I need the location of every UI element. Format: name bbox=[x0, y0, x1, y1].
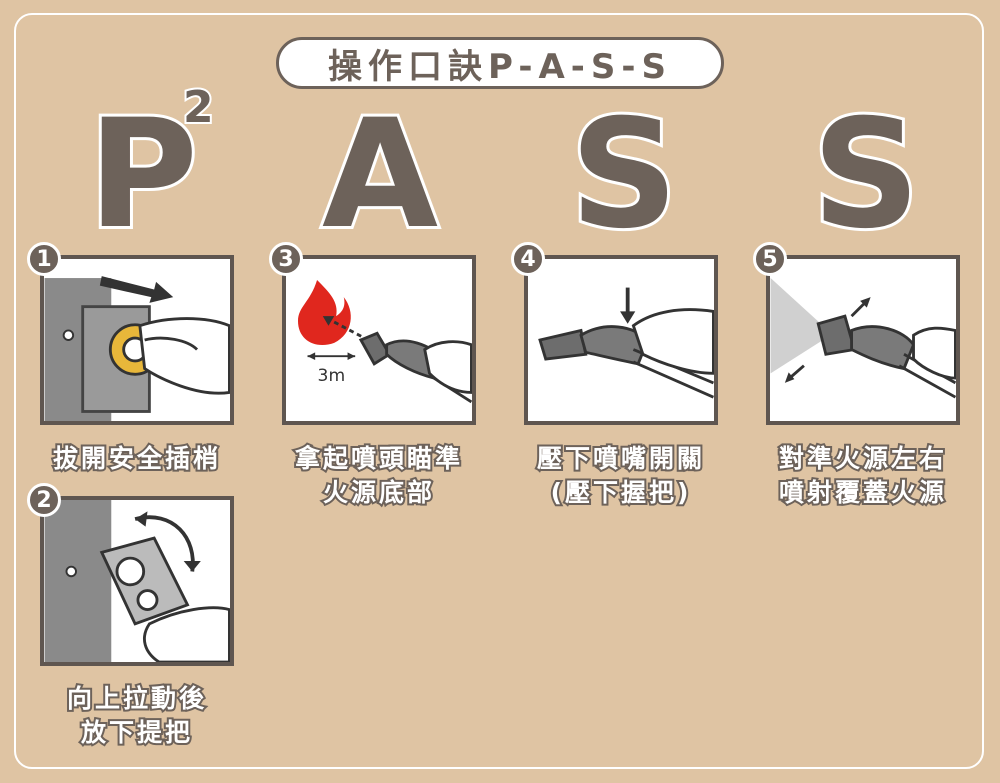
step-1-caption: 拔開安全插梢 bbox=[22, 442, 252, 476]
step-5-badge: 5 bbox=[753, 242, 787, 276]
step-1-illustration bbox=[40, 255, 234, 425]
pull-pin-image bbox=[44, 276, 230, 421]
step-4-caption-line1: 壓下噴嘴開關 bbox=[535, 442, 705, 475]
page-title: 操作口訣P-A-S-S bbox=[276, 37, 724, 89]
letter-p: P bbox=[85, 88, 201, 262]
step-4-badge: 4 bbox=[511, 242, 545, 276]
step-4-caption: 壓下噴嘴開關 (壓下握把) bbox=[506, 442, 736, 510]
letter-s-2: S bbox=[809, 88, 923, 262]
step-3-caption-line1: 拿起噴頭瞄準 bbox=[293, 442, 463, 475]
step-1-caption-line1: 拔開安全插梢 bbox=[51, 442, 221, 475]
fire-icon bbox=[298, 279, 351, 345]
step-3-illustration: 3m bbox=[282, 255, 476, 425]
distance-label: 3m bbox=[318, 366, 346, 386]
outer-frame bbox=[14, 13, 984, 769]
step-4-illustration bbox=[524, 255, 718, 425]
step-5-caption: 對準火源左右 噴射覆蓋火源 bbox=[748, 442, 978, 510]
step-3-caption: 拿起噴頭瞄準 火源底部 bbox=[264, 442, 494, 510]
step-4-caption-line2: (壓下握把) bbox=[549, 476, 692, 509]
step-5-illustration bbox=[766, 255, 960, 425]
step-2-badge: 2 bbox=[27, 483, 61, 517]
superscript-two: 2 bbox=[181, 80, 216, 135]
letter-a: A bbox=[319, 88, 441, 262]
step-2-caption-line1: 向上拉動後 bbox=[65, 682, 207, 715]
step-3-badge: 3 bbox=[269, 242, 303, 276]
step-2-caption: 向上拉動後 放下提把 bbox=[22, 682, 252, 750]
step-2-caption-line2: 放下提把 bbox=[79, 716, 193, 749]
squeeze-lever-image bbox=[538, 287, 714, 399]
step-5-caption-line2: 噴射覆蓋火源 bbox=[777, 476, 947, 509]
step-5-caption-line1: 對準火源左右 bbox=[777, 442, 947, 475]
step-2-illustration bbox=[40, 496, 234, 666]
raise-handle-image bbox=[44, 500, 230, 662]
sweep-side-to-side-image bbox=[770, 278, 956, 399]
step-1-badge: 1 bbox=[27, 242, 61, 276]
letter-s-1: S bbox=[567, 88, 681, 262]
aim-nozzle-image: 3m bbox=[298, 279, 472, 404]
step-3-caption-line2: 火源底部 bbox=[321, 476, 435, 509]
